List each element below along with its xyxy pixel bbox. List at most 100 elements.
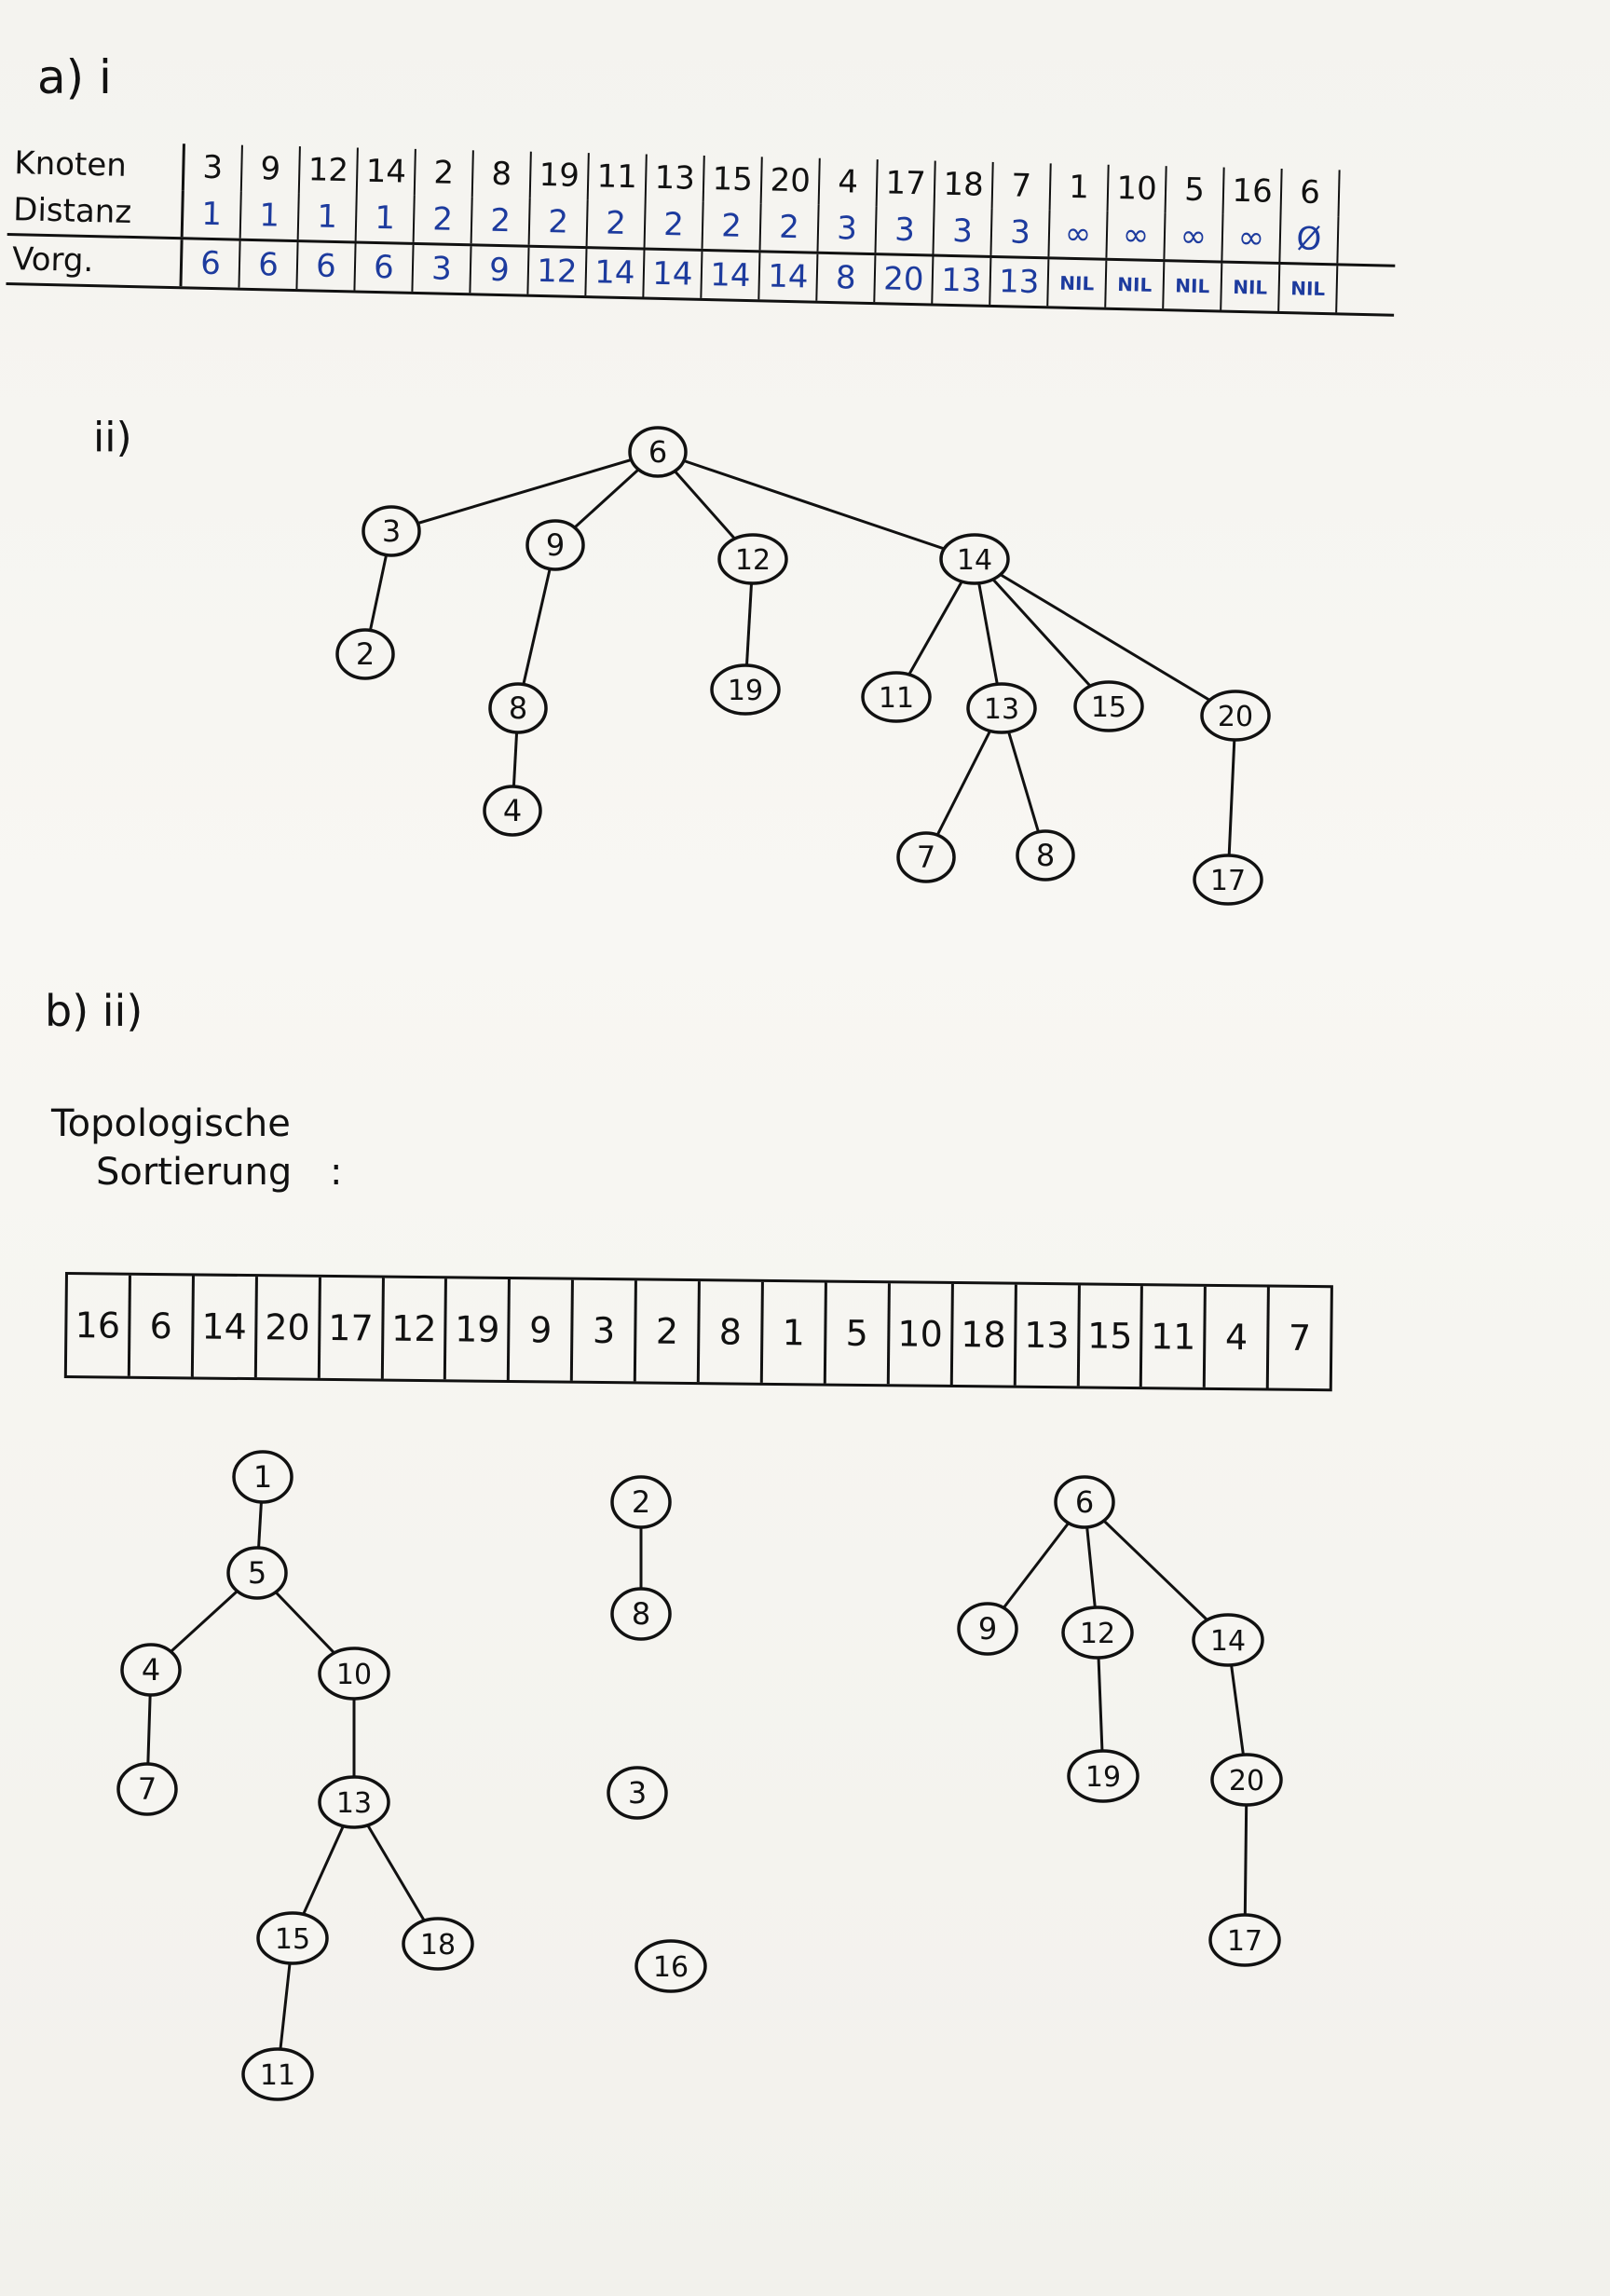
dfs-node-label: 1 [253, 1459, 272, 1495]
bfs-node-label: 2 [356, 636, 375, 672]
topo-cell: 15 [1079, 1285, 1144, 1387]
topo-cell: 13 [1016, 1284, 1081, 1387]
dfs-node-3: 3 [607, 1766, 668, 1820]
distanz-cell: 1 [183, 190, 242, 239]
topo-cell: 10 [889, 1283, 954, 1385]
dfs-node-12: 12 [1061, 1606, 1134, 1660]
dfs-node-circle [610, 1587, 672, 1641]
dfs-node-19: 19 [1067, 1749, 1139, 1803]
dfs-node-circle [1054, 1475, 1115, 1529]
distanz-cell: 2 [414, 195, 473, 244]
topo-caption-line1: Topologische [51, 1102, 291, 1145]
bfs-node-circle [335, 628, 395, 680]
distanz-cell: 1 [240, 191, 300, 240]
dfs-node-4: 4 [120, 1643, 182, 1697]
bfs-node-9: 9 [525, 519, 585, 571]
knoten-cell: 8 [472, 150, 532, 198]
distanz-cell: 3 [934, 207, 993, 255]
bfs-node-label: 20 [1218, 701, 1253, 733]
knoten-cell: 9 [241, 144, 301, 194]
knoten-cell: 6 [1281, 169, 1341, 217]
bfs-node-15: 15 [1073, 680, 1144, 732]
dfs-node-13: 13 [318, 1775, 390, 1829]
vorg-cell: 12 [528, 247, 588, 296]
dfs-node-label: 8 [632, 1596, 650, 1632]
bfs-node-7: 7 [896, 831, 956, 883]
dfs-node-label: 6 [1075, 1484, 1094, 1520]
dfs-node-label: 17 [1227, 1925, 1262, 1958]
distanz-cell: ∞ [1107, 211, 1167, 260]
bfs-node-circle [710, 663, 781, 716]
dfs-node-18: 18 [402, 1917, 474, 1971]
topo-cell: 12 [383, 1278, 448, 1380]
dfs-node-11: 11 [241, 2047, 314, 2101]
dfs-node-label: 2 [632, 1484, 650, 1520]
knoten-cell: 13 [646, 154, 705, 202]
label-a-ii: ii) [93, 414, 132, 461]
bfs-edge-14-15 [973, 557, 1111, 708]
row-label-distanz: Distanz [7, 185, 184, 238]
bfs-node-4: 4 [483, 785, 542, 837]
vorg-cell: 6 [239, 240, 299, 290]
knoten-cell: 7 [992, 161, 1052, 211]
topo-cell: 8 [699, 1281, 764, 1383]
bfs-edge-6-3 [390, 450, 659, 533]
bfs-node-label: 8 [509, 690, 527, 726]
topo-cell: 1 [762, 1281, 827, 1384]
vorg-cell: 14 [644, 250, 703, 298]
dfs-node-2: 2 [610, 1475, 672, 1529]
bfs-node-label: 11 [879, 682, 914, 715]
bfs-node-label: 3 [382, 513, 401, 549]
bfs-node-label: 9 [546, 527, 565, 563]
dfs-node-6: 6 [1054, 1475, 1115, 1529]
vorg-cell: 6 [182, 239, 241, 288]
distanz-cell: 2 [645, 200, 704, 249]
dfs-node-8: 8 [610, 1587, 672, 1641]
bfs-node-label: 12 [735, 544, 771, 577]
vorg-cell: 8 [817, 253, 877, 303]
dfs-node-label: 9 [978, 1611, 997, 1647]
bfs-node-circle [362, 505, 421, 557]
topo-caption-word: Sortierung [96, 1151, 293, 1194]
dfs-node-circle [116, 1762, 178, 1816]
dfs-node-circle [1192, 1613, 1264, 1667]
dfs-node-label: 10 [336, 1659, 372, 1691]
bfs-node-circle [1193, 854, 1263, 906]
dfs-node-circle [120, 1643, 182, 1697]
row-label-knoten: Knoten [7, 140, 185, 191]
bfs-node-8b: 8 [1016, 829, 1075, 882]
vorg-cell: NIL [1164, 262, 1223, 310]
vorg-cell: 14 [759, 253, 819, 301]
distanz-cell: ∞ [1222, 213, 1282, 262]
topo-cell: 4 [1206, 1286, 1271, 1388]
dfs-node-label: 15 [275, 1923, 310, 1956]
dfs-node-circle [607, 1766, 668, 1820]
topo-cell: 11 [1142, 1286, 1208, 1387]
bfs-node-circle [896, 831, 956, 883]
vorg-cell: NIL [1279, 264, 1339, 313]
dfs-node-label: 4 [142, 1652, 160, 1688]
knoten-cell: 18 [935, 160, 994, 209]
bfs-node-11: 11 [861, 671, 932, 723]
distanz-cell: 2 [703, 201, 762, 251]
bfs-node-circle [1016, 829, 1075, 882]
dfs-node-15: 15 [256, 1911, 329, 1965]
topo-cell: 3 [573, 1279, 638, 1382]
vorg-cell: 13 [933, 256, 992, 305]
vorg-cell: 6 [355, 243, 415, 292]
vorg-cell: NIL [1221, 263, 1281, 311]
dfs-node-7: 7 [116, 1762, 178, 1816]
dfs-node-9: 9 [957, 1602, 1018, 1656]
bfs-node-13: 13 [966, 682, 1037, 734]
knoten-cell: 17 [877, 159, 936, 208]
bfs-node-circle [628, 426, 688, 478]
distanz-cell: 2 [471, 197, 531, 245]
bfs-node-circle [1200, 690, 1271, 742]
topo-cell: 20 [256, 1277, 321, 1378]
vorg-cell: 3 [413, 244, 472, 294]
row-label-vorg: Vorg. [6, 235, 184, 287]
vorg-cell: 14 [586, 249, 646, 297]
vorg-cell: 9 [471, 246, 530, 294]
distanz-cell: Ø [1280, 215, 1340, 264]
